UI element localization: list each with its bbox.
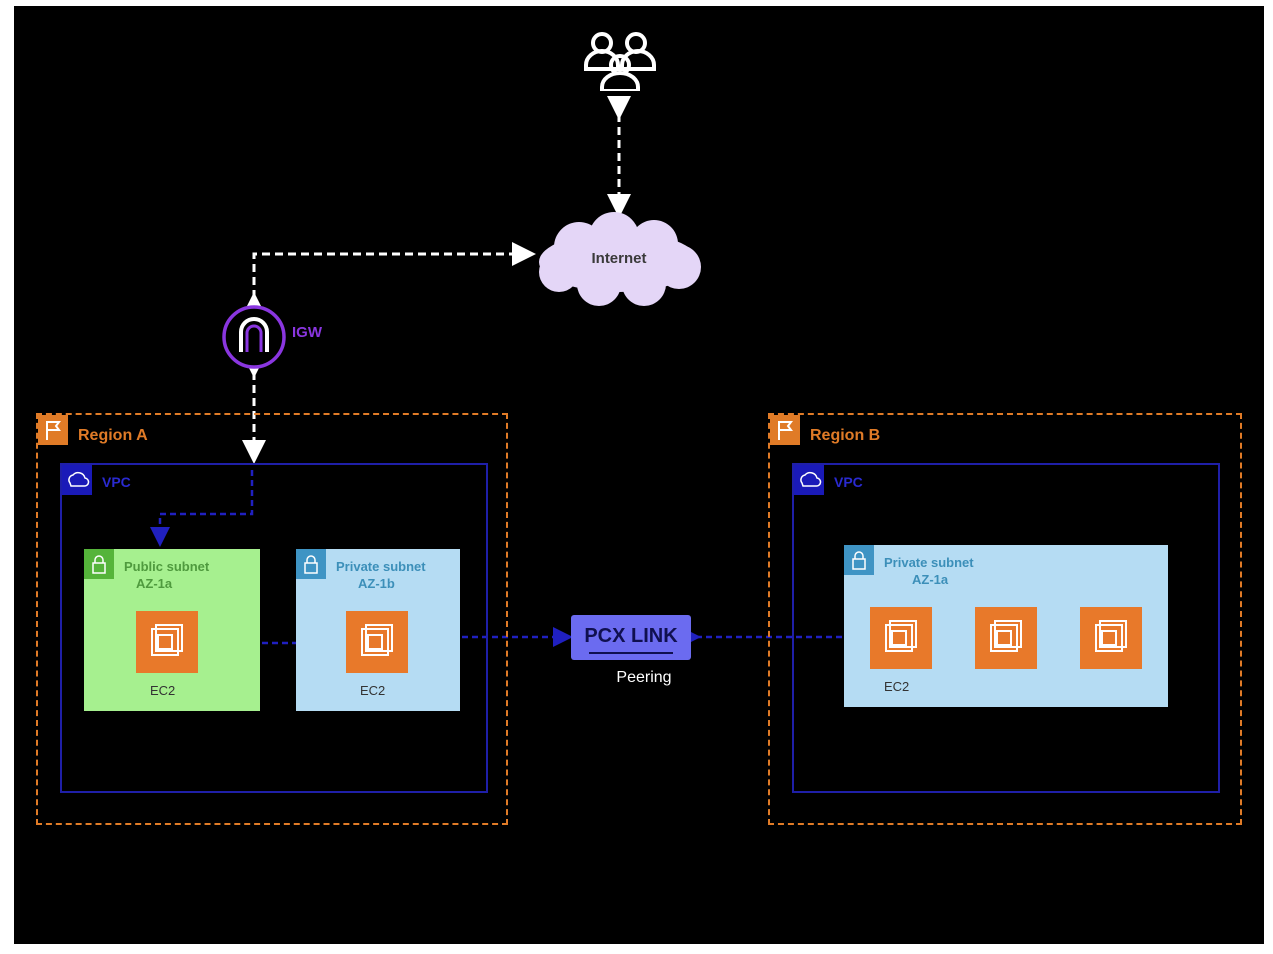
igw-internet-link [242,242,536,316]
ec2-instance-icon[interactable] [346,611,408,673]
pcx-link-underline [589,652,673,654]
ec2-label: EC2 [360,683,386,698]
vpc-icon [62,465,92,495]
private-subnet-a-title: Private subnet [336,559,426,574]
public-subnet-a: Public subnet AZ-1a EC2 [84,549,260,711]
cloud-icon [539,212,701,306]
ec2-instance-icon[interactable] [870,607,932,669]
private-subnet-a: Private subnet AZ-1b EC2 [296,549,460,711]
peering-caption: Peering [616,669,672,686]
region-flag-icon [38,415,68,445]
region-a-label: Region A [78,427,148,444]
ec2-instance-icon[interactable] [975,607,1037,669]
region-b-label: Region B [810,427,881,444]
vpc-a-label: VPC [102,474,131,490]
private-subnet-a-az: AZ-1b [358,576,395,591]
ec2-label: EC2 [884,679,910,694]
public-subnet-az: AZ-1a [136,576,173,591]
users-icon [584,32,656,91]
vpc-b-label: VPC [834,474,863,490]
internet-gateway-icon[interactable] [221,304,287,370]
lock-icon [84,549,114,579]
pcx-link-button[interactable]: PCX LINK [571,615,691,660]
vpc-icon [794,465,824,495]
vpc-b: VPC Private subnet AZ-1a [792,463,1220,793]
vpc-public-subnet-link [150,470,254,547]
private-subnet-b: Private subnet AZ-1a [844,545,1168,707]
lock-icon [844,545,874,575]
ec2-instance-icon[interactable] [1080,607,1142,669]
internet-label: Internet [591,250,647,267]
igw-label: IGW [292,324,322,341]
public-subnet-title: Public subnet [124,559,210,574]
region-b: Region B VPC Private subnet AZ-1a [768,413,1242,825]
lock-icon [296,549,326,579]
private-subnet-b-title: Private subnet [884,555,974,570]
pcx-link-label: PCX LINK [584,625,678,647]
diagram-canvas: Internet IGW Region A VPC Public sub [14,6,1264,944]
region-flag-icon [770,415,800,445]
ec2-instance-icon[interactable] [136,611,198,673]
region-a: Region A VPC Public subnet AZ-1a [36,413,508,825]
private-subnet-b-az: AZ-1a [912,572,949,587]
ec2-label: EC2 [150,683,176,698]
vpc-a: VPC Public subnet AZ-1a EC2 [60,463,488,793]
